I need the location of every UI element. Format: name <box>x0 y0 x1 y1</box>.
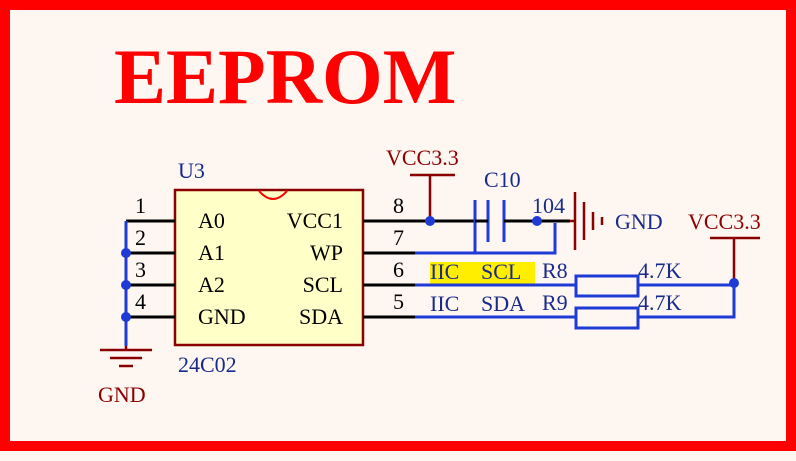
schematic-canvas: EEPROM U3 24C02 A0 A1 A2 GND VCC1 WP SCL… <box>0 0 796 451</box>
r9-to-vcc-wire <box>638 285 736 319</box>
ground-symbol-right <box>570 192 604 250</box>
resistor-r9-ref: R9 <box>542 290 568 315</box>
resistor-r9-body <box>574 306 640 330</box>
chip-part: 24C02 <box>178 352 237 377</box>
junction-gnd <box>121 312 131 322</box>
scl-net-label: SCL <box>481 259 521 284</box>
eeprom-schematic: EEPROM U3 24C02 A0 A1 A2 GND VCC1 WP SCL… <box>98 33 761 407</box>
iic-label-sda: IIC <box>430 291 459 316</box>
pin-name-wp: WP <box>310 240 343 265</box>
pin-num-3: 3 <box>135 257 146 282</box>
pin-name-scl: SCL <box>303 272 343 297</box>
sda-net-label: SDA <box>481 291 525 316</box>
resistor-r9-value: 4.7K <box>638 290 682 315</box>
junction-pullup <box>729 278 739 288</box>
chip-body <box>173 188 365 347</box>
resistor-r8-value: 4.7K <box>638 258 682 283</box>
gnd-label-right: GND <box>615 209 663 234</box>
wp-to-cap-wire <box>415 223 557 255</box>
pin-name-a1: A1 <box>198 240 225 265</box>
capacitor-ref: C10 <box>484 167 521 192</box>
junction-vcc <box>425 216 435 226</box>
iic-label-scl: IIC <box>430 259 459 284</box>
junction-cap-gnd <box>532 216 542 226</box>
pin-name-sda: SDA <box>299 304 343 329</box>
ground-symbol-bottom <box>100 346 152 368</box>
pin-num-8: 8 <box>393 193 404 218</box>
pin-name-vcc1: VCC1 <box>287 208 343 233</box>
pin-num-5: 5 <box>393 289 404 314</box>
vcc-label-top: VCC3.3 <box>386 145 459 170</box>
resistor-r8-ref: R8 <box>542 258 568 283</box>
junction-a2 <box>121 280 131 290</box>
vcc-label-right: VCC3.3 <box>688 209 761 234</box>
resistor-r8-body <box>574 274 640 298</box>
pin-name-a2: A2 <box>198 272 225 297</box>
wp-tie-left <box>415 223 477 255</box>
pin-num-4: 4 <box>135 289 146 314</box>
pin-name-a0: A0 <box>198 208 225 233</box>
pin-num-1: 1 <box>135 193 146 218</box>
scl-label-highlight <box>430 262 535 284</box>
gnd-label-bottom: GND <box>98 382 146 407</box>
chip-notch <box>258 190 288 200</box>
junction-a1 <box>121 248 131 258</box>
capacitor-value: 104 <box>532 193 565 218</box>
pin-num-2: 2 <box>135 225 146 250</box>
chip-ref: U3 <box>178 158 205 183</box>
pin-num-6: 6 <box>393 257 404 282</box>
schematic-title: EEPROM <box>114 33 456 120</box>
pin-name-gnd: GND <box>198 304 246 329</box>
pin-num-7: 7 <box>393 225 404 250</box>
